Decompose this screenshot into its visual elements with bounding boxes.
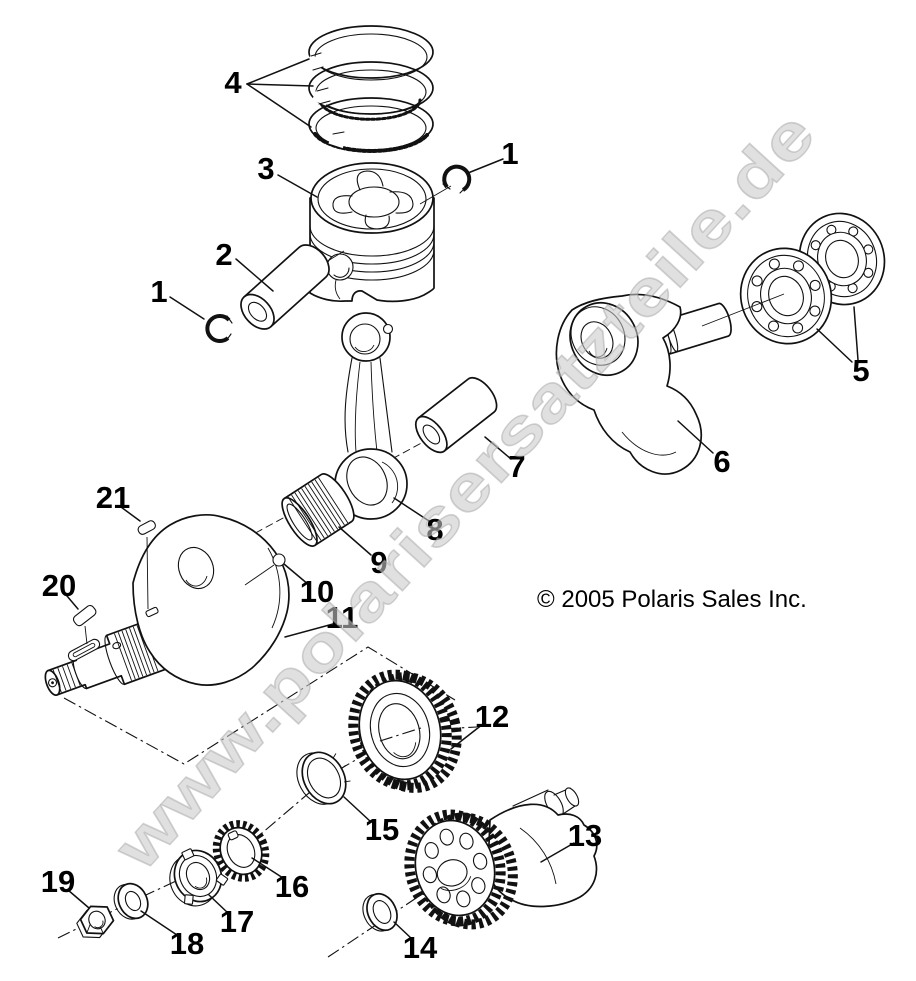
circlip-lower: [205, 314, 233, 344]
connecting-rod: [334, 312, 408, 520]
ball: [244, 553, 286, 586]
snap-ring: [296, 751, 351, 805]
callout-4: 4: [224, 65, 242, 100]
drive-gear: [348, 669, 462, 793]
wrist-pin: [240, 244, 330, 330]
leader-lines: [66, 58, 859, 940]
tab-lock-washer: [212, 820, 270, 882]
piston-ring-set: [306, 25, 434, 153]
callout-3: 3: [257, 151, 274, 186]
dowel-key: [137, 520, 156, 610]
callout-18: 18: [170, 926, 204, 961]
callout-20: 20: [42, 568, 76, 603]
callout-16: 16: [275, 869, 309, 904]
crank-pin: [414, 376, 498, 454]
crankshaft-left-half: [44, 514, 290, 696]
callout-6: 6: [713, 444, 730, 479]
main-bearing-front: [739, 247, 833, 345]
circlip-upper: [442, 164, 472, 194]
hex-nut: [76, 905, 115, 939]
callout-17: 17: [220, 904, 254, 939]
callout-12: 12: [475, 699, 509, 734]
thrust-washer: [362, 892, 398, 932]
flat-washer: [113, 882, 149, 920]
callout-labels: 4 3 1 2 1 5 6 7 8 9 10 11 12 13 14 15 16…: [41, 65, 870, 965]
callout-2: 2: [215, 237, 232, 272]
lock-nut: [169, 848, 229, 907]
bearing-axis-line: [701, 293, 785, 327]
callout-10: 10: [300, 574, 334, 609]
woodruff-key: [72, 604, 97, 645]
callout-15: 15: [365, 812, 399, 847]
piston: [309, 162, 435, 303]
callout-1-upper: 1: [501, 136, 518, 171]
callout-5: 5: [852, 353, 869, 388]
callout-1-lower: 1: [150, 274, 167, 309]
gear-bore-centerline: [379, 726, 425, 742]
callout-13: 13: [568, 818, 602, 853]
copyright-text: © 2005 Polaris Sales Inc.: [537, 586, 807, 613]
callout-9: 9: [370, 545, 387, 580]
crankshaft-right-half: [555, 293, 732, 475]
callout-14: 14: [403, 930, 438, 965]
callout-8: 8: [426, 512, 443, 547]
needle-bearing: [281, 473, 355, 547]
callout-19: 19: [41, 864, 75, 899]
callout-21: 21: [96, 480, 130, 515]
callout-11: 11: [326, 600, 359, 635]
balance-shaft-gear: [404, 787, 598, 930]
callout-7: 7: [508, 449, 525, 484]
